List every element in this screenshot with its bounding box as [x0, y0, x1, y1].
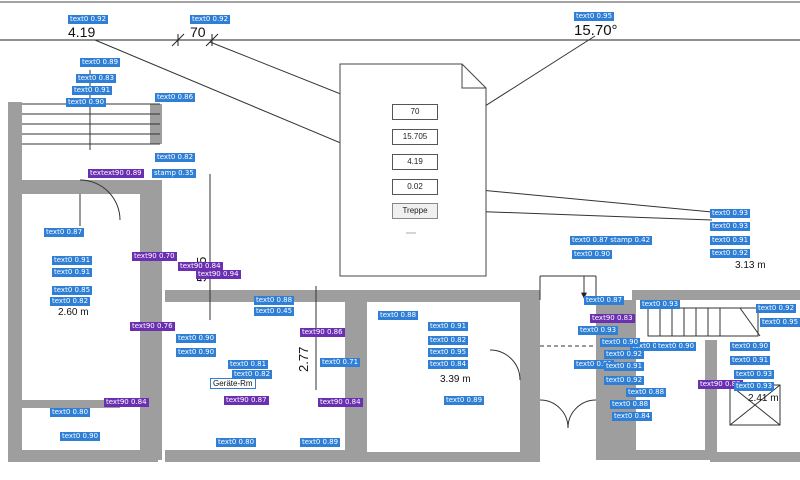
field-70[interactable]: 70 [392, 104, 438, 120]
door-arc-center-l [539, 399, 569, 429]
detection-tag: text0 0.90 [572, 250, 613, 259]
field-treppe[interactable]: Treppe [392, 203, 438, 219]
detection-tag-rotated: text90 0.89 [698, 380, 743, 389]
detection-tag: text0 0.91 [604, 362, 645, 371]
detection-tag: text0 0.82 [155, 153, 196, 162]
dimension-15-70: 15.70° [574, 22, 618, 39]
detection-tag: text0 0.92 [604, 376, 645, 385]
detection-tag: text0 0.45 [254, 307, 295, 316]
detection-tag: text0 0.92 [190, 15, 231, 24]
area-room-mid: 3.39 m [440, 374, 471, 385]
detection-tag: text0 0.93 [710, 209, 751, 218]
detection-tag: stamp 0.35 [152, 169, 196, 178]
detection-tag: text0 0.84 [612, 412, 653, 421]
dim-tick [171, 33, 185, 47]
detection-tag: text0 0.95 [428, 348, 469, 357]
detection-tag: text0 0.92 [68, 15, 109, 24]
detection-tag: text0 0.84 [630, 342, 671, 351]
detection-tag: text0 0.91 [730, 356, 771, 365]
detection-tag: text0 0.92 [710, 249, 751, 258]
document-fold [461, 64, 486, 89]
detection-tag: text0 0.93 [734, 382, 775, 391]
link-arrow-419 [94, 39, 387, 163]
detection-tag-rotated: text90 0.83 [590, 314, 635, 323]
detection-tag: text0 0.87 [44, 228, 85, 237]
detection-tag: text0 0.88 [378, 311, 419, 320]
detection-tag: text0 0.87 stamp 0.42 [570, 236, 653, 245]
door-arc-center-r [567, 399, 597, 429]
area-room-right: 2.41 m [748, 393, 779, 404]
detection-tag: text0 0.87 [584, 296, 625, 305]
detection-tag: text0 0.90 [656, 342, 697, 351]
detection-tag-rotated: text90 0.86 [300, 328, 345, 337]
detection-tag: text0 0.89 [300, 438, 341, 447]
door-arc-mid [489, 349, 521, 381]
detection-tag: text0 0.91 [428, 322, 469, 331]
detection-tag: text0 0.86 [155, 93, 196, 102]
detection-tag: text0 0.91 [72, 86, 113, 95]
detection-tag: text0 0.88 [254, 296, 295, 305]
detection-tag: text0 0.91 [710, 236, 751, 245]
detection-tag: text0 0.84 [428, 360, 469, 369]
detection-tag: text0 0.90 [66, 98, 107, 107]
detection-tag-rotated: text90 0.84 [178, 262, 223, 271]
detection-tag: text0 0.89 [80, 58, 121, 67]
document-shape [339, 63, 487, 277]
dimension-2-77: 2.77 [296, 346, 311, 372]
area-room-left: 2.60 m [58, 307, 89, 318]
door-arc-left [79, 179, 121, 221]
stairs-right [647, 307, 761, 337]
detection-tag: text0 0.83 [76, 74, 117, 83]
detection-tag: text0 0.89 [444, 396, 485, 405]
detection-tag: text0 0.90 [60, 432, 101, 441]
detection-tag: text0 0.90 [730, 342, 771, 351]
detection-tag: text0 0.81 [228, 360, 269, 369]
detection-tag: text0 0.90 [176, 334, 217, 343]
detection-tag: text0 0.71 [320, 358, 361, 367]
field-15-705[interactable]: 15.705 [392, 129, 438, 145]
detection-tag: text0 0.91 [52, 256, 93, 265]
detection-tag: text0 0.80 [216, 438, 257, 447]
dimension-4-19: 4.19 [68, 24, 96, 40]
area-room-top-right: 3.13 m [735, 260, 766, 271]
detection-tag: text0 0.88 [626, 388, 667, 397]
detection-tag-rotated: text90 0.84 [318, 398, 363, 407]
detection-tag: text0 0.82 [50, 297, 91, 306]
field-4-19[interactable]: 4.19 [392, 154, 438, 170]
detection-tag: text0 0.93 [734, 370, 775, 379]
detection-tag-rotated: text90 0.84 [104, 398, 149, 407]
detection-tag: text0 0.93 [640, 300, 681, 309]
detection-tag: text0 0.91 [52, 268, 93, 277]
detection-tag-rotated: text90 0.70 [132, 252, 177, 261]
detection-tag-rotated: text90 0.94 [196, 270, 241, 279]
detection-tag-rotated: textext90 0.89 [88, 169, 144, 178]
detection-tag: text0 0.82 [232, 370, 273, 379]
detection-tag: text0 0.80 [50, 408, 91, 417]
detection-tag: text0 0.95 [574, 12, 615, 21]
detection-tag: text0 0.90 [176, 348, 217, 357]
field-0-02[interactable]: 0.02 [392, 179, 438, 195]
detection-tag: text0 0.92 [756, 304, 797, 313]
detection-tag: text0 0.93 [710, 222, 751, 231]
detection-tag: text0 0.95 [760, 318, 800, 327]
detection-tag: text0 0.91 [574, 360, 615, 369]
detection-tag: text0 0.85 [52, 286, 93, 295]
detection-tag-rotated: text90 0.87 [224, 396, 269, 405]
dim-tick [205, 33, 219, 47]
dimension-70: 70 [190, 24, 206, 40]
detection-tag: text0 0.92 [604, 350, 645, 359]
detection-tag: text0 0.93 [578, 326, 619, 335]
room-label: Geräte-Rm [210, 378, 256, 389]
detection-tag: text0 0.88 [610, 400, 651, 409]
detection-tag-rotated: text90 0.76 [130, 322, 175, 331]
detection-tag: text0 0.90 [600, 338, 641, 347]
detection-tag: text0 0.82 [428, 336, 469, 345]
